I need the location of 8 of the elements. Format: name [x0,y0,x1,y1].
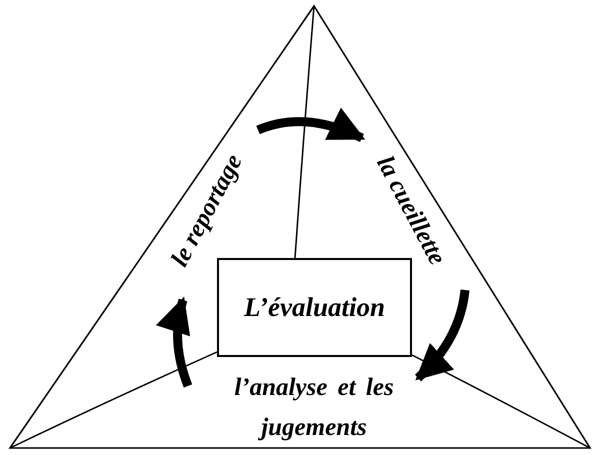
evaluation-box: L’évaluation [217,258,412,357]
connector-line [412,354,590,449]
curved-arrow [156,296,192,388]
stage-label: l’analyse et les jugements [234,368,394,448]
connector-line [294,6,315,258]
curved-arrow [256,108,366,142]
curved-arrow [414,289,470,382]
connector-line [10,351,218,449]
